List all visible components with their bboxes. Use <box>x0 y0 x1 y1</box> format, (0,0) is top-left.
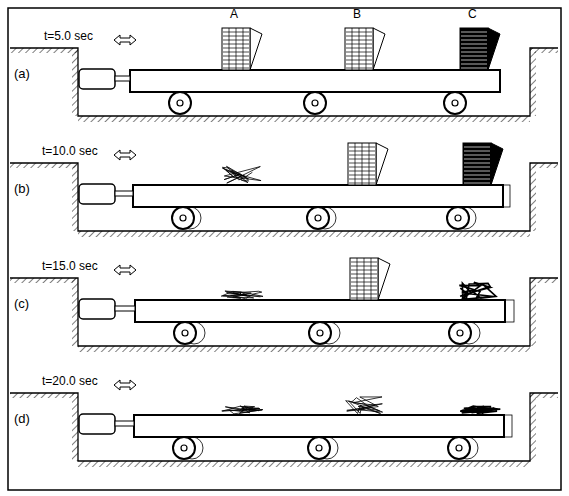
wheel <box>308 437 330 459</box>
motion-arrow <box>114 265 136 275</box>
panel-label: (a) <box>14 67 30 81</box>
shake-table <box>134 415 504 437</box>
building-flap <box>378 258 390 300</box>
actuator <box>79 184 115 204</box>
wheel <box>304 92 326 114</box>
actuator-rod <box>115 76 130 81</box>
building-stack <box>345 28 373 70</box>
panel <box>10 258 558 352</box>
collapsed-building <box>460 406 500 413</box>
motion-arrow <box>114 35 136 45</box>
panel-label: (b) <box>14 182 30 196</box>
shake-table <box>130 70 500 92</box>
panel-label: (c) <box>14 297 29 311</box>
actuator-rod <box>115 306 135 311</box>
time-label: t=15.0 sec <box>42 260 98 273</box>
building-stack <box>348 143 376 185</box>
building-stack <box>463 143 491 185</box>
collapsed-building <box>346 397 383 414</box>
building-stack <box>222 28 250 70</box>
building-stack <box>460 28 488 70</box>
actuator-rod <box>115 421 134 426</box>
frame <box>8 8 561 490</box>
building-letter: B <box>353 8 361 21</box>
collapsed-building <box>459 282 496 299</box>
actuator-rod <box>115 191 133 196</box>
panel <box>10 143 558 237</box>
building-flap <box>488 28 500 70</box>
building-flap <box>250 28 262 70</box>
building-flap <box>491 143 503 185</box>
building-flap <box>373 28 385 70</box>
motion-arrow <box>114 380 136 390</box>
wheel <box>449 322 471 344</box>
actuator <box>79 299 115 319</box>
pit-outline <box>10 278 558 346</box>
motion-arrow <box>114 150 136 160</box>
collapsed-building <box>222 166 261 183</box>
panel <box>10 380 558 467</box>
shake-table <box>135 300 505 322</box>
shake-table <box>133 185 503 207</box>
building-stack <box>350 258 378 300</box>
actuator <box>79 69 115 89</box>
pit-outline <box>10 393 558 461</box>
wheel <box>169 92 191 114</box>
time-label: t=20.0 sec <box>42 375 98 388</box>
wheel <box>309 322 331 344</box>
collapsed-building <box>221 291 263 299</box>
wheel <box>172 207 194 229</box>
wheel <box>173 437 195 459</box>
wheel <box>448 437 470 459</box>
building-letter: C <box>468 8 477 21</box>
building-letter: A <box>230 8 238 21</box>
time-label: t=5.0 sec <box>44 30 93 43</box>
panel-label: (d) <box>14 412 30 426</box>
time-label: t=10.0 sec <box>42 145 98 158</box>
collapsed-building <box>222 406 263 414</box>
wheel <box>174 322 196 344</box>
actuator <box>79 414 115 434</box>
panel <box>10 28 558 122</box>
wheel <box>444 92 466 114</box>
wheel <box>447 207 469 229</box>
wheel <box>307 207 329 229</box>
building-flap <box>376 143 388 185</box>
